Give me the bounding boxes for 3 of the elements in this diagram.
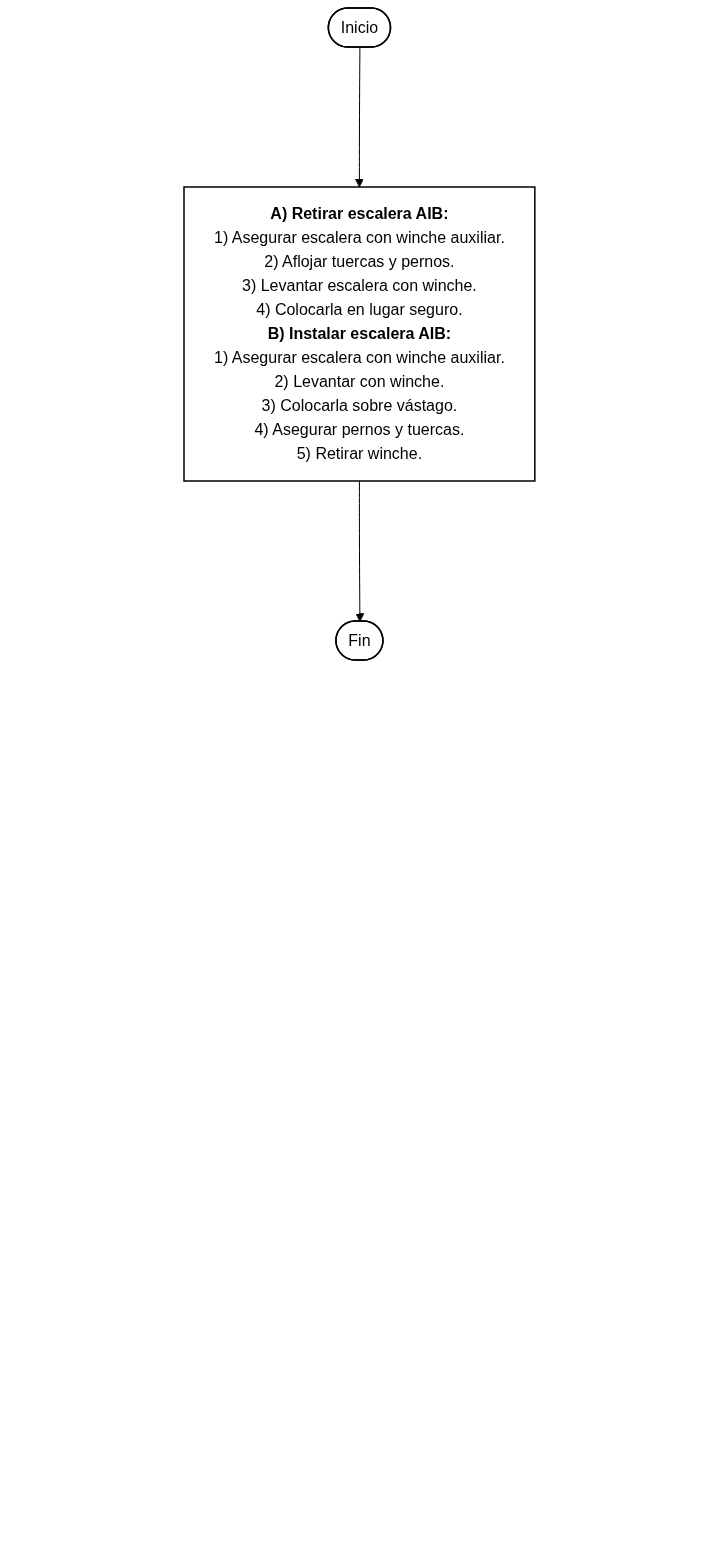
arrow — [354, 47, 364, 188]
arrow — [355, 480, 364, 622]
node-box: A) Retirar escalera AIB: 1) Asegurar escalera con winche auxiliar. 2) Aflojar tuercas y pernos. 3) Levantar escalera con winche. 4) Colocarla en lugar seguro. B) Instalar escalera AIB: 1) Asegurar escalera con winche auxiliar. 2) Levantar con winche. 3) Colocarla sobre vástago. 4) Asegurar pernos y tuercas. 5) Retirar winche. — [182, 186, 536, 482]
